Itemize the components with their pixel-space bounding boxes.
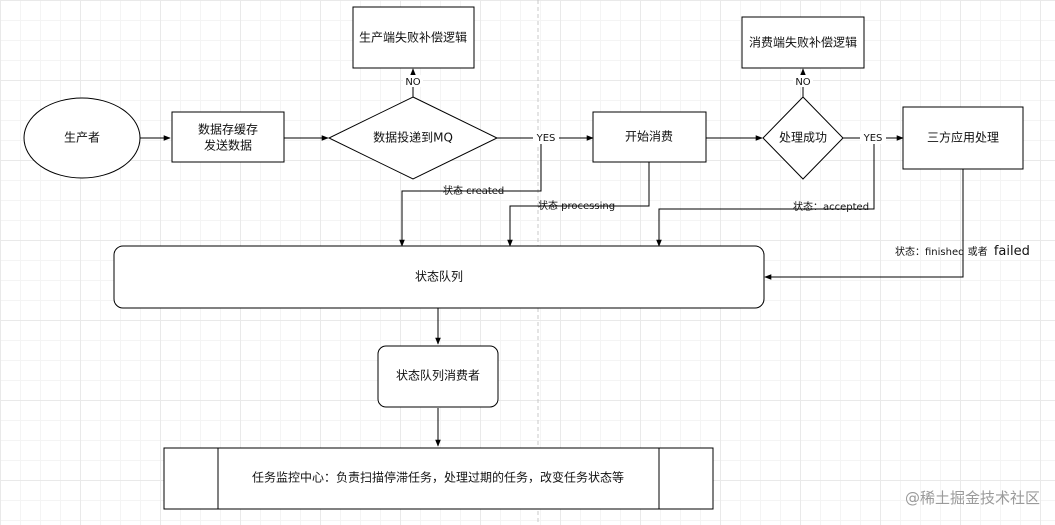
start-consume-node: [592, 111, 707, 163]
status-queue-consumer-label: 状态队列消费者: [396, 368, 480, 383]
watermark: @稀土掘金技术社区: [905, 489, 1040, 507]
cache-label-line2: 发送数据: [204, 138, 252, 153]
task-monitor-label: 任务监控中心：负责扫描停滞任务，处理过期的任务，改变任务状态等: [252, 470, 624, 485]
edge-finished: [764, 169, 964, 280]
start-consume-label: 开始消费: [625, 130, 673, 144]
task-monitor-node: [163, 447, 714, 510]
producer-compensation-node: [352, 6, 475, 69]
edge-created: [399, 138, 542, 247]
status-created-label: 状态 created: [443, 184, 504, 197]
yes-label-check: YES: [863, 133, 883, 144]
status-queue-node: [113, 245, 765, 309]
yes-label-mq: YES: [536, 133, 556, 144]
deliver-mq-decision: [327, 96, 499, 180]
third-party-node: [902, 106, 1024, 170]
process-success-label: 处理成功: [779, 131, 827, 145]
no-label-consumer: NO: [795, 77, 810, 88]
cache-label-line1: 数据存缓存: [198, 122, 258, 137]
producer-compensation-label: 生产端失败补偿逻辑: [359, 30, 467, 45]
no-label-producer: NO: [405, 77, 420, 88]
status-finished-suffix: failed: [994, 244, 1030, 259]
status-queue-label: 状态队列: [415, 269, 463, 284]
process-success-decision: [762, 96, 844, 180]
edge-accepted: [656, 138, 875, 247]
cache-send-node: [171, 111, 285, 163]
third-party-label: 三方应用处理: [927, 130, 999, 145]
deliver-mq-label: 数据投递到MQ: [373, 130, 453, 145]
producer-node: [23, 97, 141, 179]
status-queue-consumer-node: [377, 345, 499, 408]
edge-processing: [507, 162, 650, 247]
producer-label: 生产者: [64, 131, 100, 145]
status-accepted-label: 状态：accepted: [793, 200, 869, 213]
status-processing-label: 状态 processing: [538, 199, 615, 212]
consumer-compensation-label: 消费端失败补偿逻辑: [749, 35, 857, 50]
status-finished-label: 状态：finished 或者 failed: [895, 244, 1030, 259]
status-finished-prefix: 状态：finished 或者: [895, 245, 988, 258]
consumer-compensation-node: [741, 16, 865, 69]
